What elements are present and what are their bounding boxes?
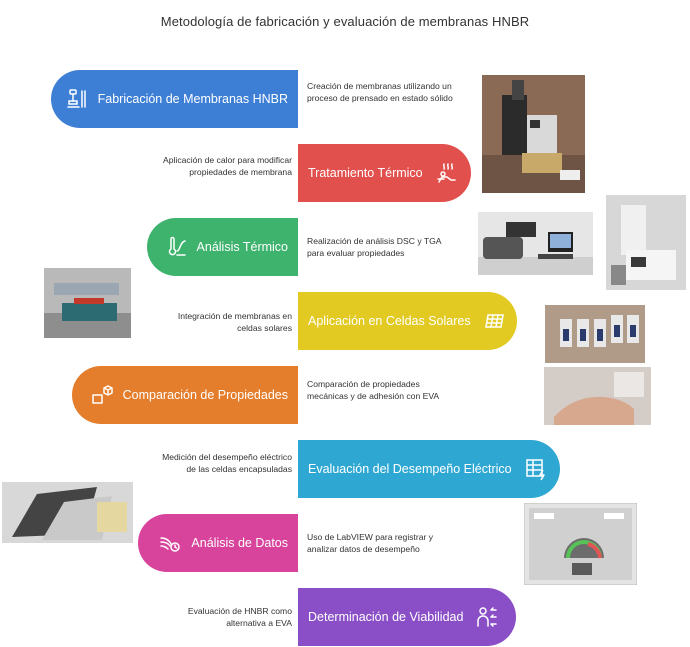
step-description: Creación de membranas utilizando un proc… — [307, 81, 453, 103]
step-description: Realización de análisis DSC y TGA para e… — [307, 236, 442, 258]
step-description: Evaluación de HNBR como alternativa a EV… — [187, 606, 292, 628]
tga-instrument-photo — [606, 195, 686, 290]
step-label: Aplicación en Celdas Solares — [308, 314, 471, 328]
solar-panel-icon — [483, 309, 507, 333]
thermometer-curve-icon — [164, 235, 188, 259]
decision-person-icon — [475, 605, 499, 629]
step-description: Medición del desempeño eléctrico de las … — [162, 452, 292, 474]
step-tratamiento: Tratamiento Térmico — [298, 144, 471, 202]
step-description: Integración de membranas en celdas solar… — [177, 311, 292, 333]
step-aplicacion: Aplicación en Celdas Solares — [298, 292, 517, 350]
step-analisis-datos: Análisis de Datos — [138, 514, 298, 572]
step-comparacion: Comparación de Propiedades — [72, 366, 298, 424]
step-fabricacion: Fabricación de Membranas HNBR — [51, 70, 298, 128]
step-analisis-termico: Análisis Térmico — [147, 218, 298, 276]
step-description: Uso de LabVIEW para registrar y analizar… — [307, 532, 434, 554]
laptop-photo — [2, 482, 133, 543]
solar-cells-photo — [545, 305, 645, 363]
press-machine-photo — [482, 75, 585, 193]
heat-treatment-icon — [435, 161, 459, 185]
data-wind-icon — [158, 531, 182, 555]
step-evaluacion: Evaluación del Desempeño Eléctrico — [298, 440, 560, 498]
step-label: Fabricación de Membranas HNBR — [97, 92, 288, 106]
comparison-boxes-icon — [90, 383, 114, 407]
spreadsheet-bolt-icon — [524, 457, 548, 481]
step-description: Aplicación de calor para modificar propi… — [163, 155, 292, 177]
laminator-photo — [44, 268, 131, 338]
adhesion-sample-photo — [544, 367, 651, 425]
step-label: Análisis Térmico — [196, 240, 288, 254]
lab-press-icon — [65, 87, 89, 111]
dsc-instrument-photo — [478, 212, 593, 275]
step-label: Análisis de Datos — [191, 536, 288, 550]
step-label: Tratamiento Térmico — [308, 166, 423, 180]
step-description: Comparación de propiedades mecánicas y d… — [307, 379, 440, 401]
step-label: Determinación de Viabilidad — [308, 610, 464, 624]
step-label: Comparación de Propiedades — [122, 388, 288, 402]
step-viabilidad: Determinación de Viabilidad — [298, 588, 516, 646]
step-label: Evaluación del Desempeño Eléctrico — [308, 462, 512, 476]
labview-screenshot-photo — [524, 503, 637, 585]
diagram-title: Metodología de fabricación y evaluación … — [160, 14, 530, 29]
